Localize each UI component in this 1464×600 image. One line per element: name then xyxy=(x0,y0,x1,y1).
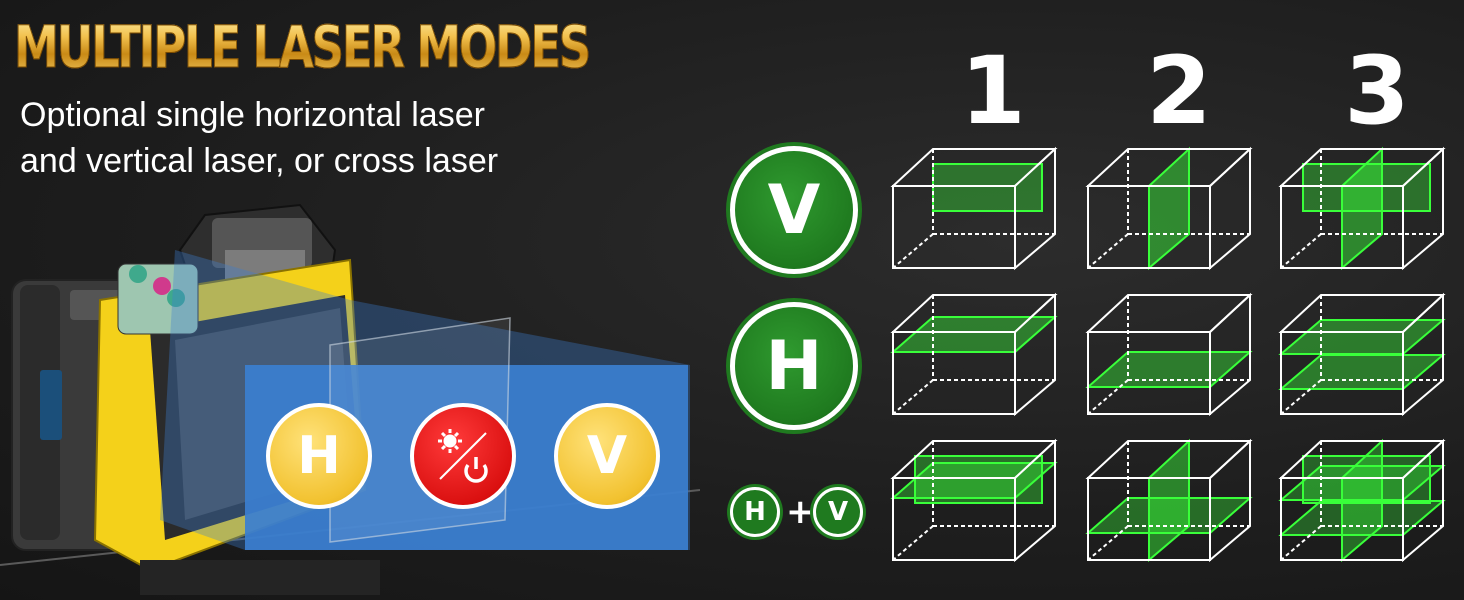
hv-v-label: V xyxy=(827,497,849,527)
v-button-label: V xyxy=(586,426,628,486)
power-laser-button[interactable] xyxy=(410,403,516,509)
subtitle: Optional single horizontal laser and ver… xyxy=(20,92,580,184)
column-2-number: 2 xyxy=(1146,37,1212,146)
column-3-number: 3 xyxy=(1344,37,1410,146)
hv-h-label: H xyxy=(744,497,766,527)
cube-h-2 xyxy=(1085,292,1253,417)
cube-hv-3 xyxy=(1278,438,1446,563)
hv-plus-sign: + xyxy=(786,492,815,532)
laser-level-device: H V xyxy=(0,190,701,600)
hv-h-icon: H xyxy=(730,487,780,537)
hv-v-icon: V xyxy=(813,487,863,537)
page-title: MULTIPLE LASER MODES xyxy=(14,13,592,82)
laser-level-illustration xyxy=(0,203,701,595)
h-mode-icon: H xyxy=(730,302,858,430)
cube-v-2 xyxy=(1085,146,1253,271)
h-button-label: H xyxy=(297,426,341,486)
v-mode-label: V xyxy=(767,170,821,250)
h-mode-label: H xyxy=(765,326,823,406)
laser-power-icon xyxy=(438,429,488,483)
column-1-number: 1 xyxy=(960,37,1026,146)
subtitle-line-1: Optional single horizontal laser xyxy=(20,96,485,134)
subtitle-line-2: and vertical laser, or cross laser xyxy=(20,142,499,180)
cube-v-3 xyxy=(1278,146,1446,271)
cube-v-1 xyxy=(890,146,1058,271)
cube-hv-1 xyxy=(890,438,1058,563)
v-button[interactable]: V xyxy=(554,403,660,509)
cube-hv-2 xyxy=(1085,438,1253,563)
v-mode-icon: V xyxy=(730,146,858,274)
cube-h-1 xyxy=(890,292,1058,417)
cube-h-3 xyxy=(1278,292,1446,417)
device-body xyxy=(93,258,380,595)
h-button[interactable]: H xyxy=(266,403,372,509)
